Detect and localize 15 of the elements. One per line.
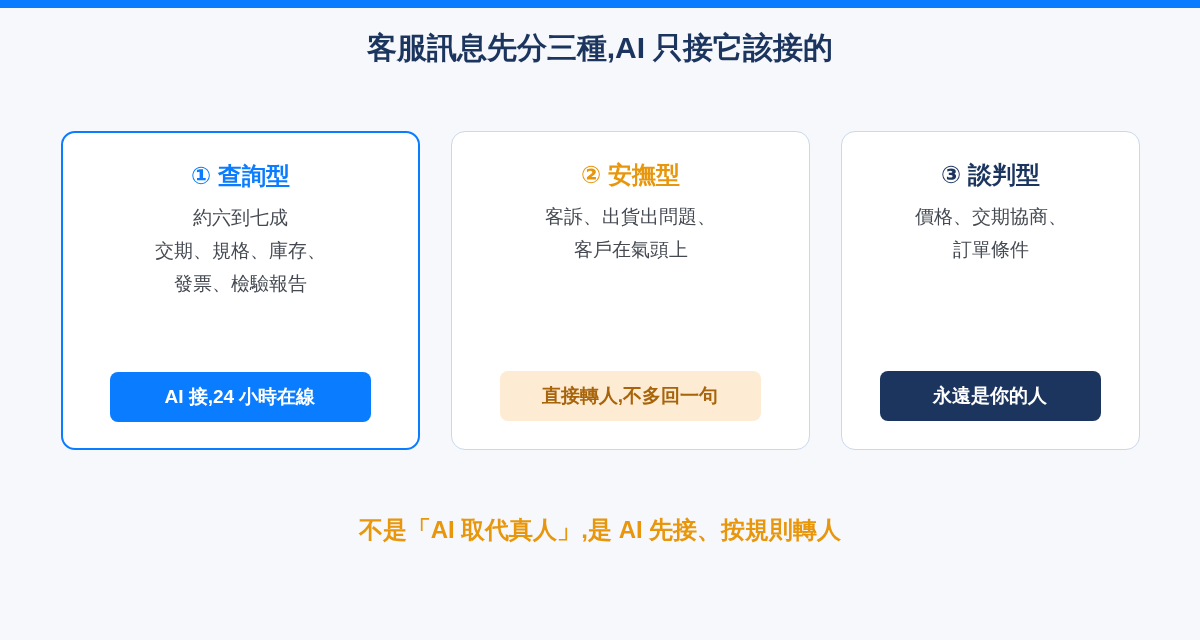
card — [451, 131, 810, 450]
card-heading: ③ 談判型 — [941, 160, 1040, 190]
note-text: 不是「AI 取代真人」,是 AI 先接、按規則轉人 — [358, 515, 842, 545]
card-text: 價格、交期協商、訂單條件 — [913, 205, 1068, 262]
card-text: 客訴、出貨出問題、客戶在氣頭上 — [544, 205, 717, 262]
action-badge: 直接轉人,不多回一句 — [499, 371, 761, 421]
action-badge: AI 接,24 小時在線 — [109, 372, 371, 422]
card-heading: ① 查詢型 — [191, 161, 290, 191]
card-heading: ② 安撫型 — [581, 160, 680, 190]
card — [61, 131, 420, 450]
card-text: 交期、規格、庫存、發票、檢驗報告 — [154, 239, 327, 296]
title: 客服訊息先分三種,AI 只接它該接的 — [366, 30, 834, 66]
card-text: 約六到七成 — [193, 206, 288, 230]
card — [841, 131, 1140, 450]
action-badge: 永遠是你的人 — [879, 371, 1101, 421]
